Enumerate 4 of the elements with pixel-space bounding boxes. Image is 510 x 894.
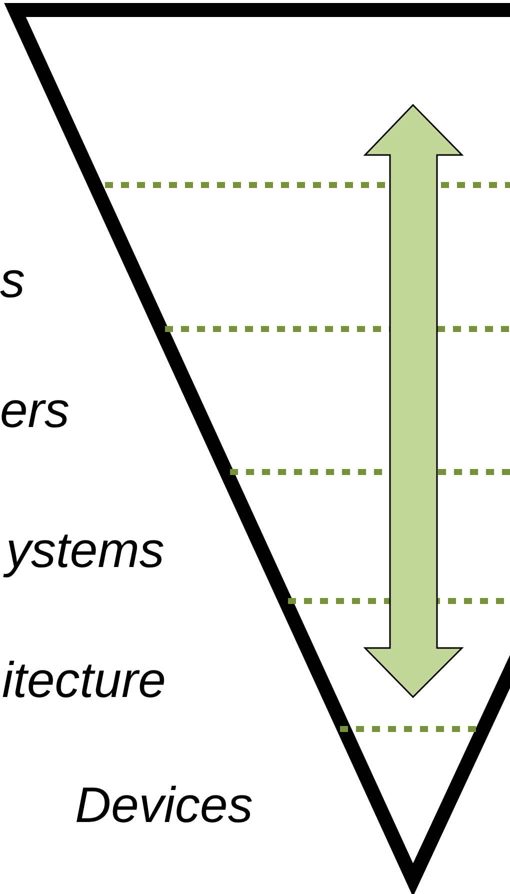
layer-label: itecture [2, 652, 166, 708]
layer-label: ers [0, 382, 70, 438]
layer-label: Devices [75, 777, 253, 833]
layer-label: s [0, 252, 25, 308]
